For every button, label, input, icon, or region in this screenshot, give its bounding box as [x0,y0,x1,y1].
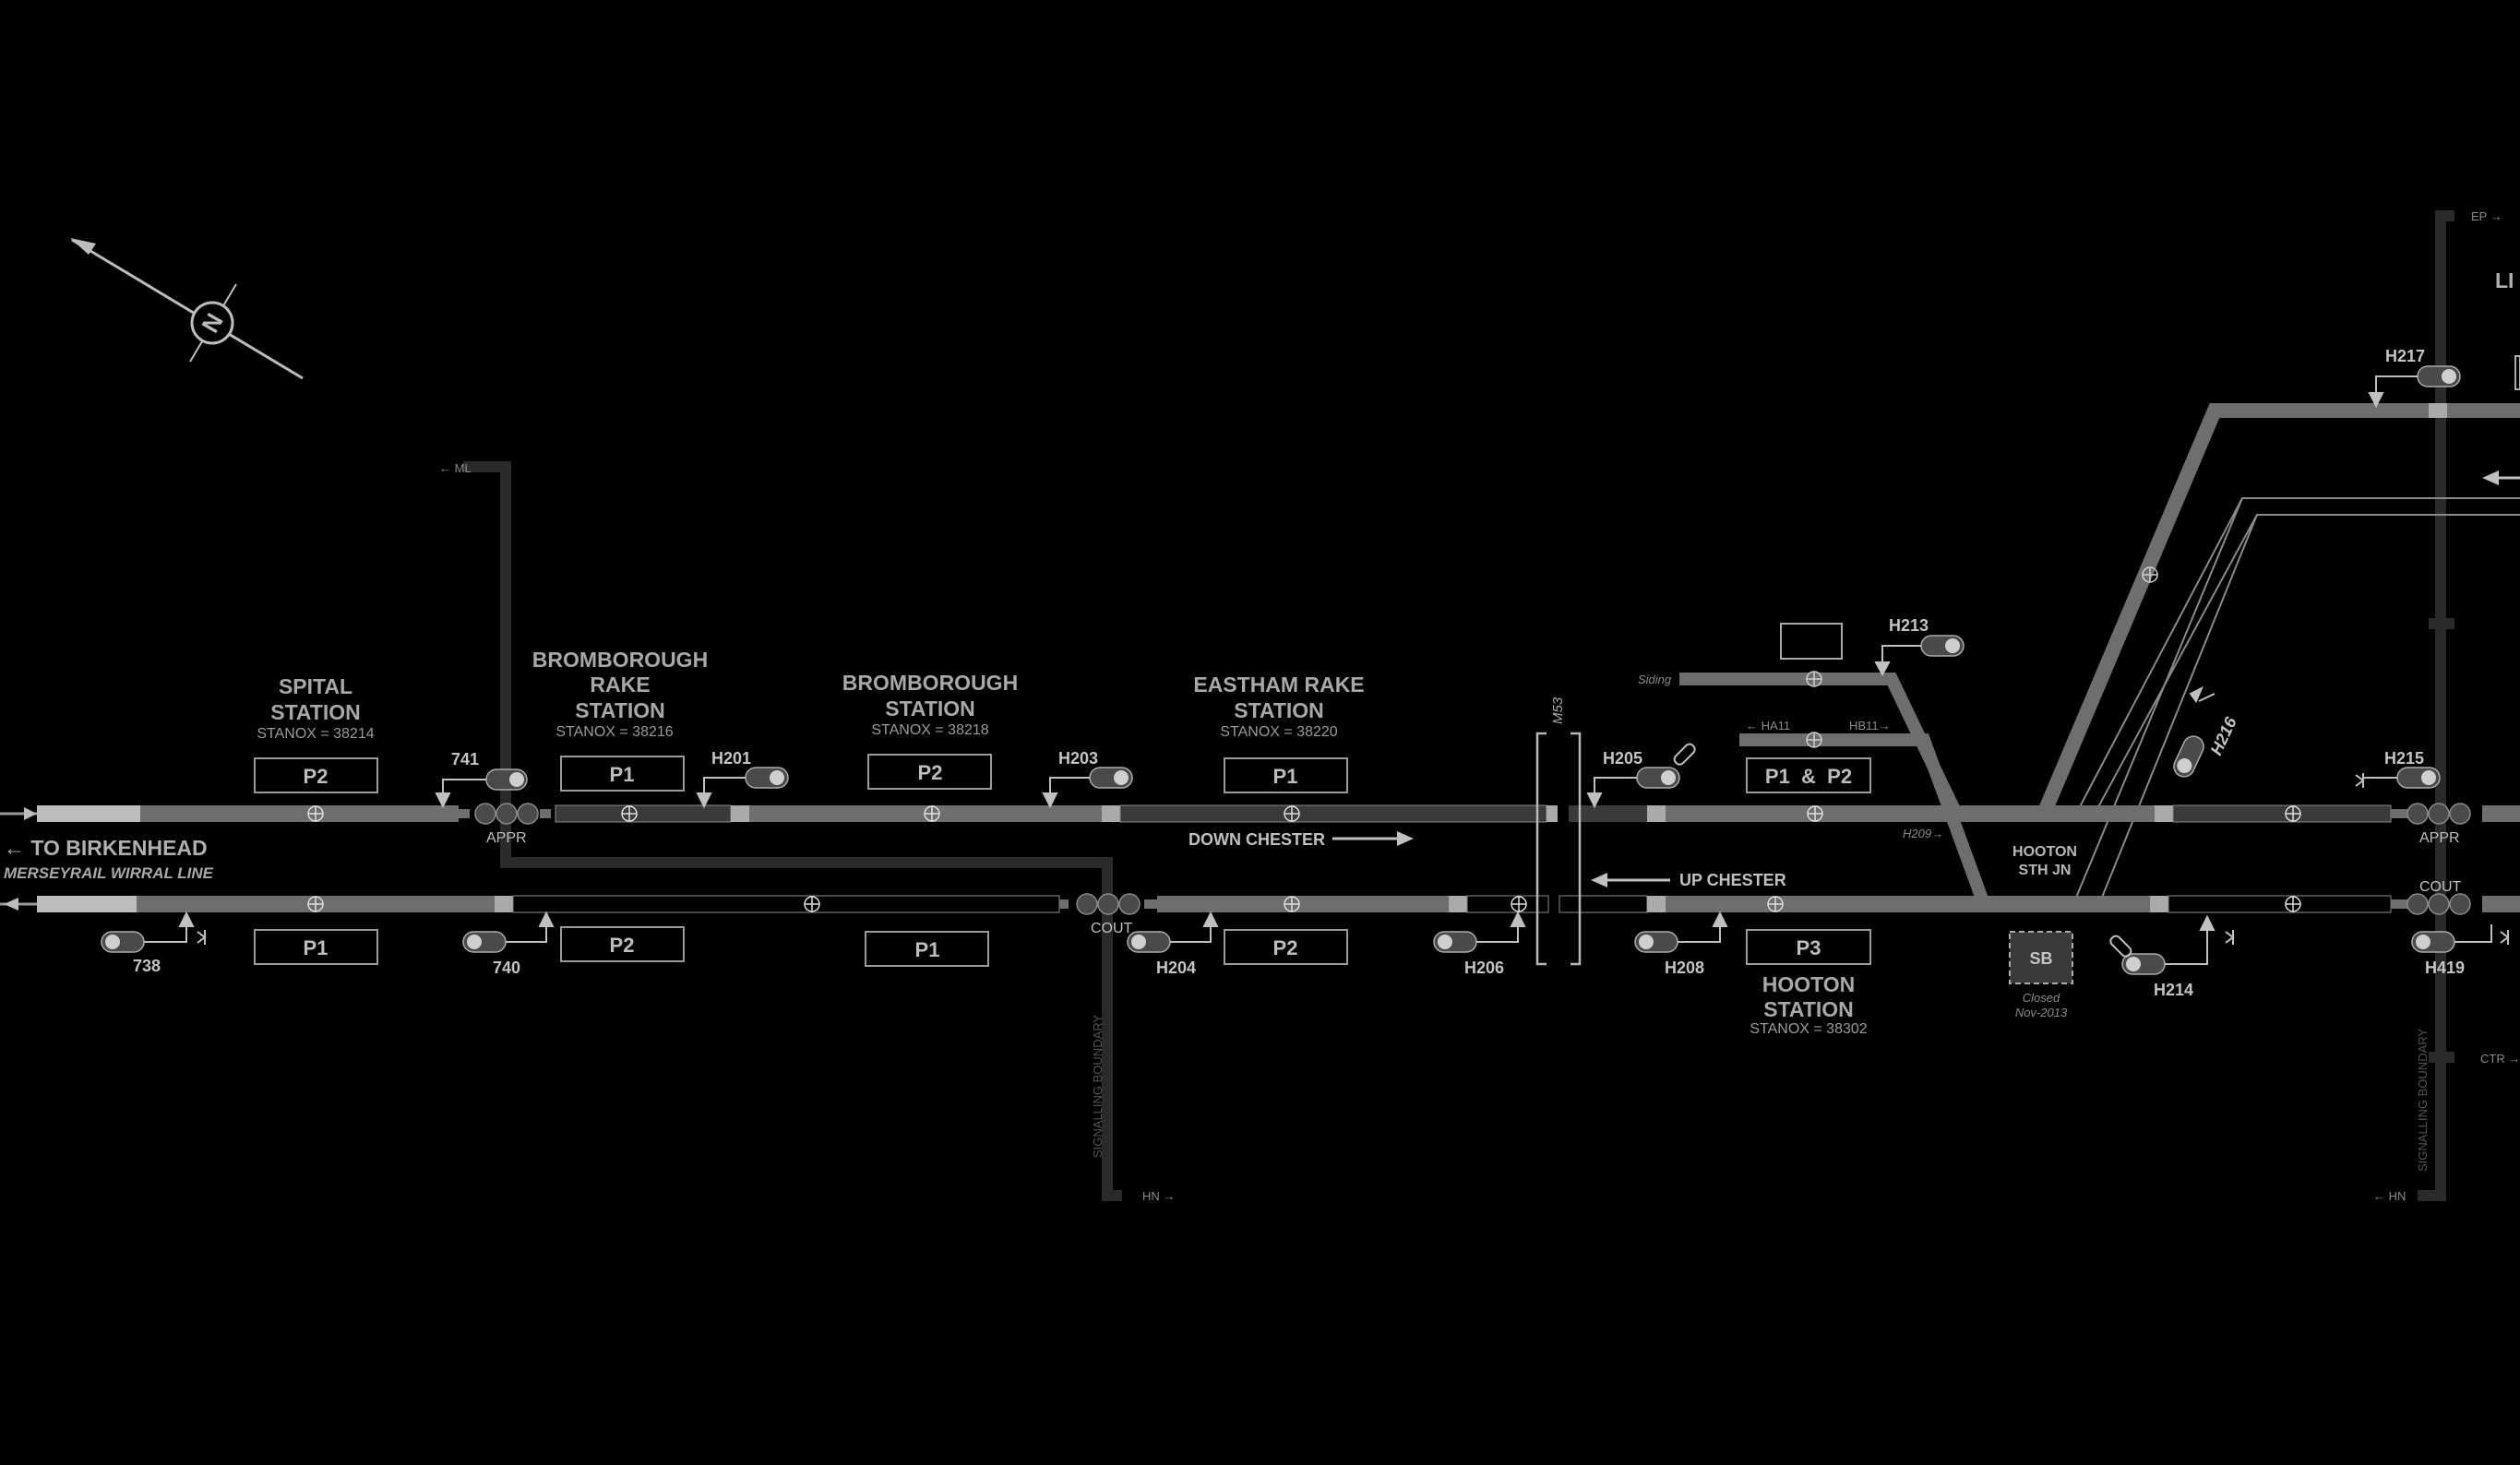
track-circuit-marker-icon [307,805,2301,912]
platform-hooton-p3: P3 [1797,936,1821,959]
signalling-boundary-lines [463,210,2454,1201]
hooton-jn-label-2: STH JN [2019,863,2072,878]
signal-h217-label: H217 [2385,347,2425,365]
svg-text:BROMBOROUGH: BROMBOROUGH [842,671,1018,695]
direction-arrow-icon [2482,470,2499,485]
li-direction [2482,470,2520,485]
hn-label-1: HN → [1142,1189,1175,1203]
hb11-label: HB11→ [1849,719,1891,732]
h209-label: H209→ [1903,827,1943,840]
down-main-line [0,895,2520,913]
merseyrail-label: MERSEYRAIL WIRRAL LINE [4,864,214,882]
signal-740-label: 740 [493,959,520,977]
svg-text:STANOX = 38302: STANOX = 38302 [1750,1021,1867,1037]
svg-text:DOWN CHESTER: DOWN CHESTER [1188,830,1325,849]
platform-bromb-p1: P1 [915,938,940,961]
up-chester-direction: UP CHESTER [1591,871,1786,889]
platform-eastham-p1: P1 [1273,765,1298,788]
platform-boxes [254,754,1871,967]
platform-eastham-p2: P2 [1273,936,1298,959]
signalling-boundary-label-1: SIGNALLING BOUNDARY [1091,1015,1105,1158]
signal-h213-label: H213 [1889,616,1929,635]
junction-tracks [1679,403,2520,907]
platform-spital-p1: P1 [304,936,328,959]
hn-label-2: ← HN [2373,1189,2406,1203]
signal-h419-label: H419 [2425,959,2465,977]
hooton-jn-label-1: HOOTON [2012,844,2077,860]
cout-label-1: COUT [1091,921,1133,936]
north-compass-icon: N [70,238,304,380]
svg-text:STANOX = 38220: STANOX = 38220 [1220,724,1337,740]
platform-brake-p2: P2 [610,934,635,957]
svg-text:STATION: STATION [885,697,975,721]
svg-text:SPITAL: SPITAL [279,674,352,698]
appr-label-2: APPR [2419,830,2460,846]
signal-738-label: 738 [133,957,161,975]
direction-arrow-icon [1591,873,1607,887]
station-bromborough-rake: BROMBOROUGH RAKE STATION STANOX = 38216 [532,648,708,740]
svg-text:BROMBOROUGH: BROMBOROUGH [532,648,708,672]
svg-text:EASTHAM RAKE: EASTHAM RAKE [1193,673,1364,697]
signal-h216-label: H216 [2206,713,2240,757]
platform-spital-p2: P2 [304,765,328,788]
ml-label: ← ML [439,461,472,475]
platform-hooton-p1-p2: P1 & P2 [1765,765,1852,788]
cout-label-2: COUT [2419,879,2462,895]
m53-label: M53 [1550,697,1566,724]
signalling-boundary-label-2: SIGNALLING BOUNDARY [2416,1029,2430,1172]
platform-brake-p1: P1 [610,763,635,786]
ha11-label: ← HA11 [1746,719,1790,732]
svg-text:Closed: Closed [2023,991,2060,1005]
station-spital: SPITAL STATION STANOX = 38214 [257,674,374,742]
ground-signal-icon [197,743,2510,958]
signal-h204-label: H204 [1156,959,1196,977]
svg-text:Nov-2013: Nov-2013 [2015,1006,2068,1019]
station-hooton: HOOTON STATION STANOX = 38302 [1750,972,1867,1037]
signal-h205-label: H205 [1603,749,1642,768]
direction-arrow-icon [1397,831,1414,846]
signal-posts [144,375,2492,965]
signal-h215-label: H215 [2384,749,2424,768]
svg-text:STATION: STATION [270,700,361,724]
siding-label: Siding [1638,673,1672,686]
signal-h206-label: H206 [1464,959,1504,977]
signal-h203-label: H203 [1058,749,1098,768]
svg-text:UP CHESTER: UP CHESTER [1679,871,1786,889]
svg-text:STATION: STATION [1234,698,1324,722]
svg-text:STATION: STATION [1763,997,1854,1021]
svg-text:STATION: STATION [575,698,665,722]
svg-text:HOOTON: HOOTON [1762,972,1856,996]
platform-bromb-p2: P2 [918,761,943,784]
svg-text:STANOX = 38216: STANOX = 38216 [555,724,673,740]
track-circuit-marker-icon [1806,566,2158,748]
to-birkenhead-label: ← TO BIRKENHEAD [4,836,208,860]
up-main-line [0,804,2520,823]
svg-text:SB: SB [2029,949,2052,968]
signal-box: SB Closed Nov-2013 [2009,931,2073,1019]
svg-text:STANOX = 38214: STANOX = 38214 [257,726,374,742]
signal-h214-label: H214 [2154,981,2193,999]
signal-h201-label: H201 [711,749,751,768]
svg-text:STANOX = 38218: STANOX = 38218 [871,722,988,738]
station-bromborough: BROMBOROUGH STATION STANOX = 38218 [842,671,1018,738]
m53-bridge [1535,732,1582,966]
signal-h208-label: H208 [1665,959,1704,977]
appr-label-1: APPR [486,830,527,846]
signal-741-label: 741 [451,750,479,768]
svg-text:RAKE: RAKE [590,673,650,697]
ctr-label: CTR → [2480,1052,2520,1066]
ep-label: EP → [2471,209,2502,223]
station-eastham-rake: EASTHAM RAKE STATION STANOX = 38220 [1193,673,1364,740]
li-label: LI [2495,268,2514,292]
approach-berth-markers [474,803,2471,915]
down-chester-direction: DOWN CHESTER [1188,830,1414,849]
